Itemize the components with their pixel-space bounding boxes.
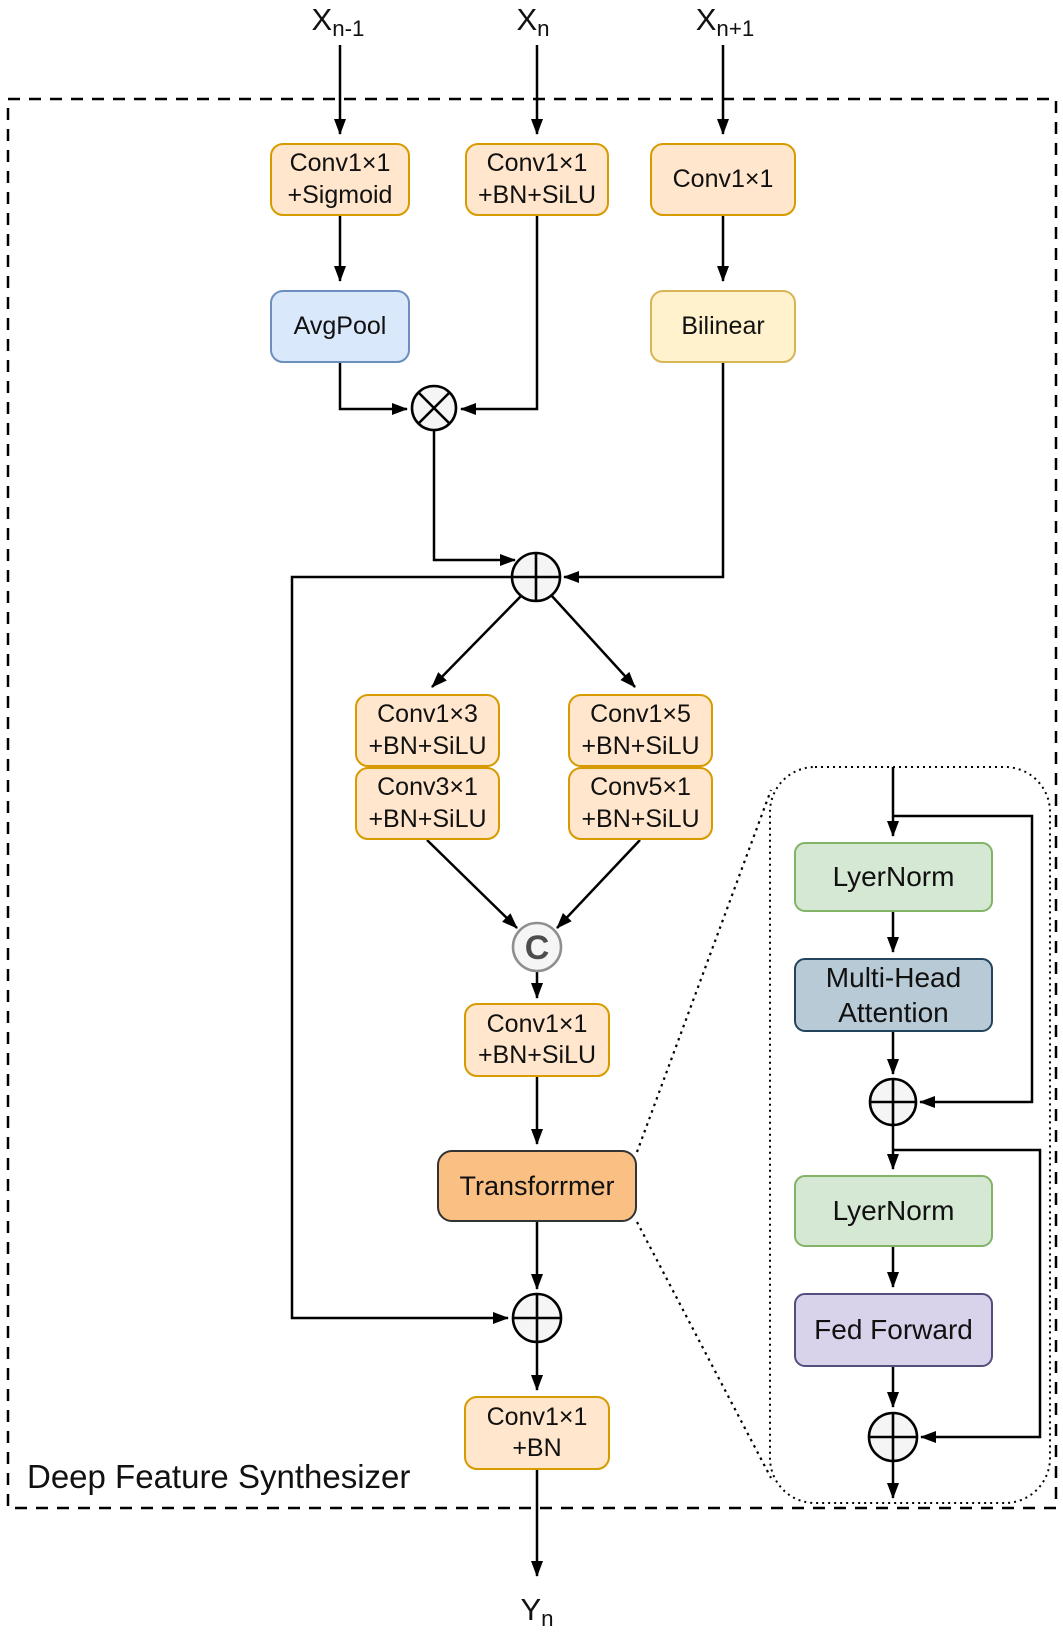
output-label-yn: Yn xyxy=(520,1592,553,1631)
input-label-xn-1: Xn-1 xyxy=(312,2,365,41)
flow-arrows xyxy=(290,45,729,1577)
conv1x5-bn-silu-box: Conv1×5 +BN+SiLU xyxy=(568,694,713,767)
multi-head-attention-box: Multi-Head Attention xyxy=(794,958,993,1032)
dashed-module-border xyxy=(6,97,1058,1510)
input-xn+1-base: X xyxy=(695,2,717,37)
input-label-xn: Xn xyxy=(516,2,549,41)
input-xn-1-base: X xyxy=(311,2,333,37)
detail-arrows xyxy=(887,767,1042,1499)
dotted-detail-panel-border xyxy=(769,766,1051,1504)
arrow-add1-to-conv1x3 xyxy=(431,594,523,688)
arrow-convbn-to-multiply xyxy=(460,216,539,415)
concat-symbol: C xyxy=(525,929,550,967)
layernorm-top-box: LyerNorm xyxy=(794,842,993,912)
conv1x1-sigmoid-box: Conv1×1 +Sigmoid xyxy=(270,143,410,216)
add-node-3 xyxy=(868,1077,918,1127)
conv1x1-fuse-box: Conv1×1 +BN+SiLU xyxy=(464,1003,610,1077)
conv5x1-bn-silu-box: Conv5×1 +BN+SiLU xyxy=(568,767,713,840)
avgpool-box: AvgPool xyxy=(270,290,410,363)
layernorm-bottom-box: LyerNorm xyxy=(794,1175,993,1247)
bilinear-box: Bilinear xyxy=(650,290,796,363)
detail-connector-top-line xyxy=(635,789,773,1153)
output-yn-base: Y xyxy=(520,1592,542,1627)
skip-connection-add1-to-add2 xyxy=(290,575,512,1324)
conv1x1-bn-out-box: Conv1×1 +BN xyxy=(464,1396,610,1470)
input-label-xn+1: Xn+1 xyxy=(696,2,755,41)
input-xn+1-sub: n+1 xyxy=(716,16,755,42)
detail-connector-bottom-line xyxy=(636,1221,772,1479)
transformer-box: Transforrmer xyxy=(437,1150,637,1222)
module-title: Deep Feature Synthesizer xyxy=(27,1458,411,1495)
residual-1 xyxy=(893,814,1034,1108)
add-node-2 xyxy=(511,1292,563,1344)
add-node-1 xyxy=(510,551,562,603)
add-node-4 xyxy=(867,1411,919,1463)
arrow-add1-to-conv1x5 xyxy=(550,594,636,688)
input-xn-sub: n xyxy=(537,16,550,42)
arrow-multiply-to-add1 xyxy=(432,430,516,566)
conv1x3-bn-silu-box: Conv1×3 +BN+SiLU xyxy=(355,694,500,767)
conv1x1-box: Conv1×1 xyxy=(650,143,796,216)
input-xn-base: X xyxy=(516,2,538,37)
arrow-conv5x1-to-concat xyxy=(556,839,641,929)
arrow-avgpool-to-multiply xyxy=(338,363,408,415)
residual-2 xyxy=(893,1148,1042,1443)
conv3x1-bn-silu-box: Conv3×1 +BN+SiLU xyxy=(355,767,500,840)
input-xn-1-sub: n-1 xyxy=(332,16,365,42)
conv1x1-bn-silu-box: Conv1×1 +BN+SiLU xyxy=(465,143,609,216)
output-yn-sub: n xyxy=(541,1606,554,1632)
arrow-conv3x1-to-concat xyxy=(426,839,518,929)
multiply-node xyxy=(410,384,458,432)
concat-node: C xyxy=(511,921,563,973)
feed-forward-box: Fed Forward xyxy=(794,1293,993,1367)
arrow-bilinear-to-add1 xyxy=(563,363,725,583)
